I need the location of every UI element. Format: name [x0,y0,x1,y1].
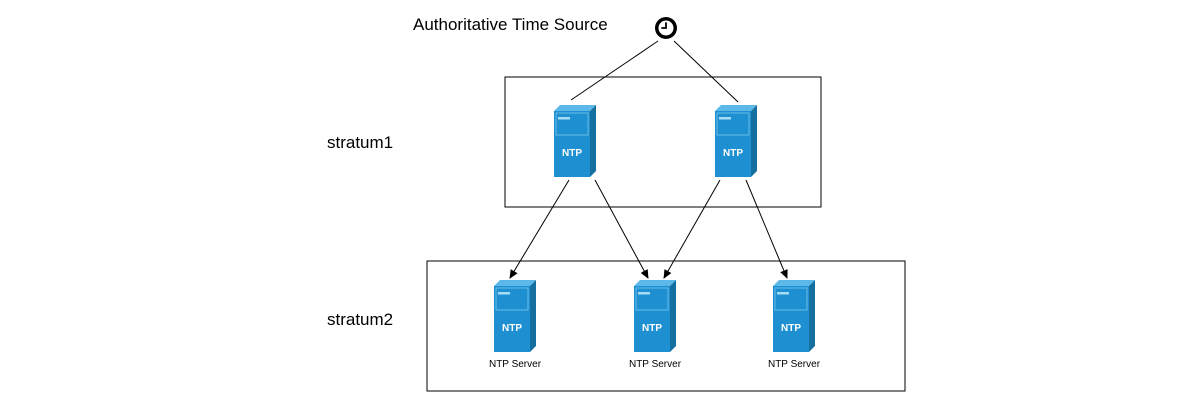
server-badge-label: NTP [723,148,743,159]
link-s1b-to-s2b [663,179,721,279]
server-front-face [554,111,590,177]
server-top-face [715,105,757,111]
server-caption: NTP Server [768,359,821,370]
server-side-face [670,280,676,352]
server-drive-panel [774,287,808,311]
server-badge-label: NTP [562,148,582,159]
server-nodes: NTP NTP NTP NTP Server NTP NTP Server NTP NTP S… [489,105,821,370]
server-badge-label: NTP [502,323,522,334]
server-top-face [773,280,815,286]
server-drive-slot [498,292,510,295]
server-drive-panel [495,287,529,311]
server-front-face [773,286,809,352]
ntp-server-s2a[interactable]: NTP NTP Server [489,280,542,370]
server-drive-slot [777,292,789,295]
server-caption: NTP Server [489,359,542,370]
stratum2-group-box [426,260,906,392]
link-s1a-to-s2a [509,179,570,279]
link-s1b-to-s2c [745,179,788,279]
server-front-face [715,111,751,177]
server-badge-label: NTP [642,323,662,334]
link-source-to-s1a [570,40,659,101]
server-drive-panel [635,287,669,311]
diagram-title: Authoritative Time Source [413,15,608,34]
clock-icon [655,17,677,39]
ntp-server-s1b[interactable]: NTP [715,105,757,177]
connector-lines [509,40,788,279]
stratum1-label: stratum1 [327,133,393,152]
server-drive-slot [638,292,650,295]
link-source-to-s1b [673,40,739,103]
server-drive-panel [716,112,750,136]
server-side-face [751,105,757,177]
server-caption: NTP Server [629,359,682,370]
server-badge-label: NTP [781,323,801,334]
server-side-face [809,280,815,352]
stratum2-label: stratum2 [327,310,393,329]
server-front-face [634,286,670,352]
server-side-face [590,105,596,177]
stratum1-group-box [504,76,822,208]
server-side-face [530,280,536,352]
server-drive-slot [558,117,570,120]
server-top-face [554,105,596,111]
server-drive-slot [719,117,731,120]
ntp-server-s1a[interactable]: NTP [554,105,596,177]
server-top-face [494,280,536,286]
link-s1a-to-s2b [594,179,649,279]
ntp-server-s2c[interactable]: NTP NTP Server [768,280,821,370]
server-front-face [494,286,530,352]
server-drive-panel [555,112,589,136]
ntp-server-s2b[interactable]: NTP NTP Server [629,280,682,370]
server-top-face [634,280,676,286]
